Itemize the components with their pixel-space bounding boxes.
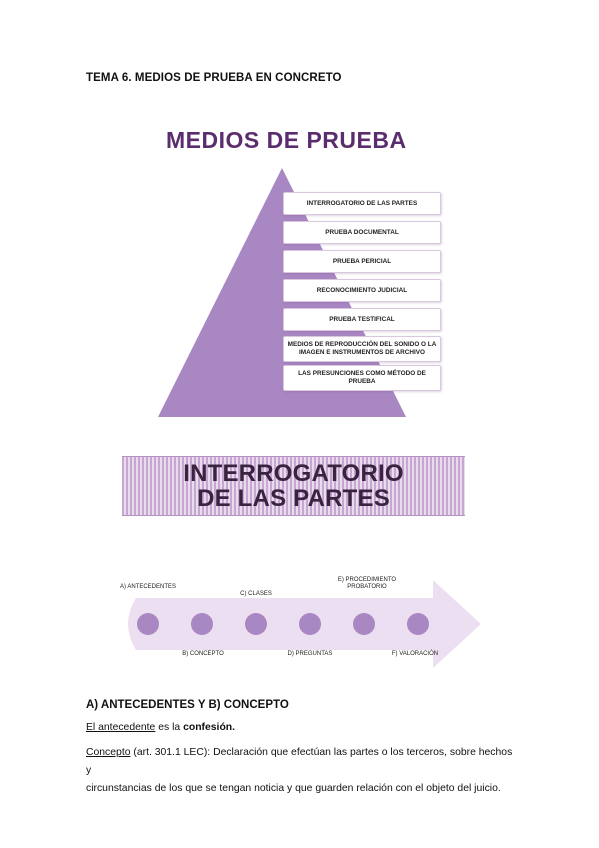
pyramid-level-4: RECONOCIMIENTO JUDICIAL: [283, 279, 441, 302]
pyramid-level-2: PRUEBA DOCUMENTAL: [283, 221, 441, 244]
timeline-label-clases: C) CLASES: [240, 591, 272, 597]
paragraph-antecedente: El antecedente es la confesión.: [86, 719, 516, 737]
p1-connector: es la: [155, 722, 184, 733]
document-heading: TEMA 6. MEDIOS DE PRUEBA EN CONCRETO: [86, 72, 342, 84]
timeline-label-concepto: B) CONCEPTO: [182, 651, 224, 657]
timeline-dot-3: [245, 613, 267, 635]
banner-interrogatorio: INTERROGATORIO DE LAS PARTES: [122, 456, 465, 516]
banner-line-1: INTERROGATORIO: [183, 460, 404, 487]
pyramid-level-7: LAS PRESUNCIONES COMO MÉTODO DE PRUEBA: [283, 365, 441, 391]
timeline-label-antecedentes: A) ANTECEDENTES: [119, 584, 176, 590]
concepto-text-line-2: circunstancias de los que se tengan noti…: [86, 783, 501, 794]
paragraph-concepto: Concepto (art. 301.1 LEC): Declaración q…: [86, 744, 516, 798]
concepto-reference: (art. 301.1 LEC): [130, 747, 208, 758]
section-heading: A) ANTECEDENTES Y B) CONCEPTO: [86, 699, 289, 711]
timeline-dot-5: [353, 613, 375, 635]
timeline-dot-4: [299, 613, 321, 635]
term-antecedente: El antecedente: [86, 722, 156, 733]
pyramid-title: MEDIOS DE PRUEBA: [166, 127, 407, 153]
timeline-dot-1: [137, 613, 159, 635]
banner-line-2: DE LAS PARTES: [197, 485, 390, 512]
value-confesion: confesión.: [183, 722, 236, 733]
timeline-dot-6: [407, 613, 429, 635]
timeline-label-procedimiento: E) PROCEDIMIENTO PROBATORIO: [337, 577, 397, 590]
pyramid-level-3: PRUEBA PERICIAL: [283, 250, 441, 273]
pyramid-level-6: MEDIOS DE REPRODUCCIÓN DEL SONIDO O LA I…: [283, 336, 441, 362]
pyramid-level-1: INTERROGATORIO DE LAS PARTES: [283, 192, 441, 215]
timeline-label-valoracion: F) VALORACIÓN: [391, 651, 439, 657]
timeline-label-preguntas: D) PREGUNTAS: [287, 651, 333, 657]
term-concepto: Concepto: [86, 747, 131, 758]
timeline-dot-2: [191, 613, 213, 635]
concepto-text-line-1: : Declaración que efectúan las partes o …: [86, 747, 513, 776]
pyramid-level-5: PRUEBA TESTIFICAL: [283, 308, 441, 331]
